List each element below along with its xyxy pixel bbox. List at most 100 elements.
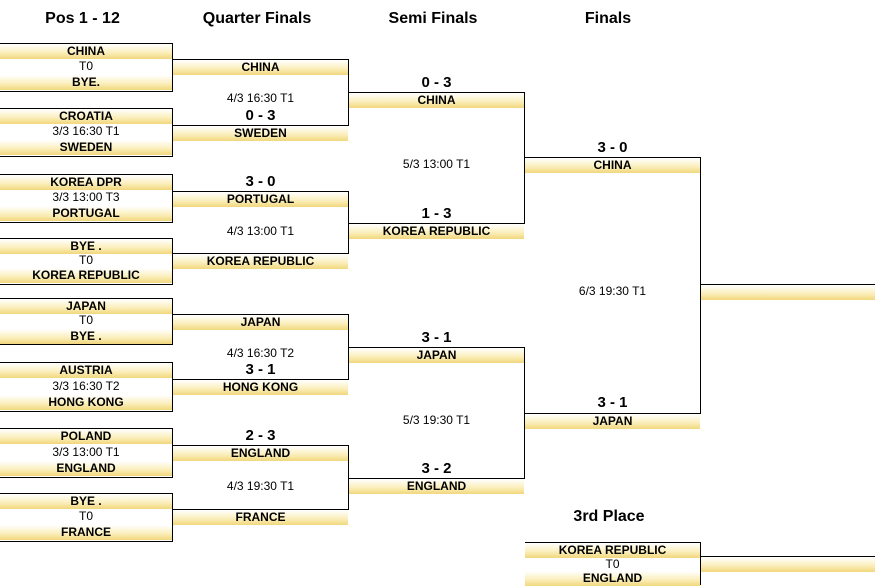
bracket-line [0,284,173,285]
bracket-line [173,125,349,126]
bracket-line [0,156,173,157]
bracket-line [0,108,173,109]
team-box: BYE. [0,75,172,90]
bracket-line [348,59,349,126]
team-box: KOREA DPR [0,175,172,190]
bracket-line [348,445,349,510]
team-box: JAPAN [0,299,172,314]
bracket-line [0,222,173,223]
team-box: BYE . [0,329,172,344]
bracket-line [172,362,173,412]
sf-team-box: KOREA REPUBLIC [349,224,524,239]
team-box: SWEDEN [0,140,172,155]
qf-match-info: 4/3 13:00 T1 [226,224,295,238]
qf-team-box: HONG KONG [173,380,348,395]
bracket-line [172,174,173,223]
bracket-line [0,411,173,412]
bracket-line [0,477,173,478]
header-third-place: 3rd Place [573,508,645,525]
header-pos: Pos 1 - 12 [45,10,120,27]
bracket-line [701,284,875,285]
qf-score: 3 - 0 [245,173,276,190]
bracket-line [0,91,173,92]
final-score: 3 - 0 [597,139,628,156]
qf-match-info: 4/3 19:30 T1 [226,479,295,493]
sf-team-box: ENGLAND [349,479,524,494]
sf-match-info: 5/3 19:30 T1 [402,413,471,427]
winner-box [701,285,875,300]
header-semi-finals: Semi Finals [388,10,478,27]
qf-match-info: 4/3 16:30 T1 [226,91,295,105]
qf-team-box: FRANCE [173,510,348,525]
team-box: BYE . [0,494,172,509]
team-box: CHINA [0,44,172,59]
third-place-match-info: T0 [605,557,620,571]
bracket-line [349,223,525,224]
team-box: FRANCE [0,525,172,540]
match-info: 3/3 13:00 T3 [52,190,120,204]
bracket-line [173,379,349,380]
bracket-line [525,157,701,158]
bracket-line [0,43,173,44]
bracket-line [0,344,173,345]
team-box: CROATIA [0,109,172,124]
bracket-line [700,542,701,585]
bracket-line [348,191,349,254]
header-finals: Finals [584,10,632,27]
team-box: PORTUGAL [0,206,172,221]
match-info: T0 [78,253,93,267]
final-team-box: JAPAN [525,414,700,429]
bracket-line [173,314,349,315]
bracket-line [0,493,173,494]
bracket-line [0,238,173,239]
bracket-line [172,493,173,542]
team-box: HONG KONG [0,395,172,410]
bracket-line [173,253,349,254]
bracket-line [349,478,525,479]
team-box: ENGLAND [0,461,172,476]
bracket-line [0,362,173,363]
sf-team-box: CHINA [349,93,524,108]
bracket-line [173,59,349,60]
team-box: POLAND [0,429,172,444]
bracket-line [0,541,173,542]
bracket-line [173,445,349,446]
bracket-line [525,542,701,543]
bracket-line [348,314,349,380]
qf-score: 0 - 3 [245,107,276,124]
qf-team-box: SWEDEN [173,126,348,141]
qf-score: 2 - 3 [245,427,276,444]
bracket-line [172,298,173,345]
team-box: KOREA REPUBLIC [0,268,172,283]
qf-team-box: JAPAN [173,315,348,330]
match-info: T0 [78,509,93,523]
third-place-result-box [701,557,875,572]
bracket-line [173,191,349,192]
qf-team-box: ENGLAND [173,446,348,461]
sf-score: 3 - 2 [421,460,452,477]
bracket-line [349,92,525,93]
final-team-box: CHINA [525,158,700,173]
sf-match-info: 5/3 13:00 T1 [402,157,471,171]
bracket-line [0,428,173,429]
third-place-team-box: ENGLAND [525,571,700,586]
final-match-info: 6/3 19:30 T1 [578,284,647,298]
bracket-line [700,157,701,414]
match-info: 3/3 13:00 T1 [52,445,120,459]
sf-score: 0 - 3 [421,74,452,91]
match-info: T0 [78,313,93,327]
bracket-line [0,174,173,175]
bracket-line [524,347,525,479]
team-box: AUSTRIA [0,363,172,378]
bracket-line [0,298,173,299]
sf-team-box: JAPAN [349,348,524,363]
team-box: BYE . [0,239,172,254]
match-info: T0 [78,59,93,73]
bracket-line [172,238,173,285]
sf-score: 3 - 1 [421,329,452,346]
qf-score: 3 - 1 [245,361,276,378]
bracket-line [349,347,525,348]
bracket-line [173,509,349,510]
match-info: 3/3 16:30 T1 [52,124,120,138]
qf-team-box: KOREA REPUBLIC [173,254,348,269]
